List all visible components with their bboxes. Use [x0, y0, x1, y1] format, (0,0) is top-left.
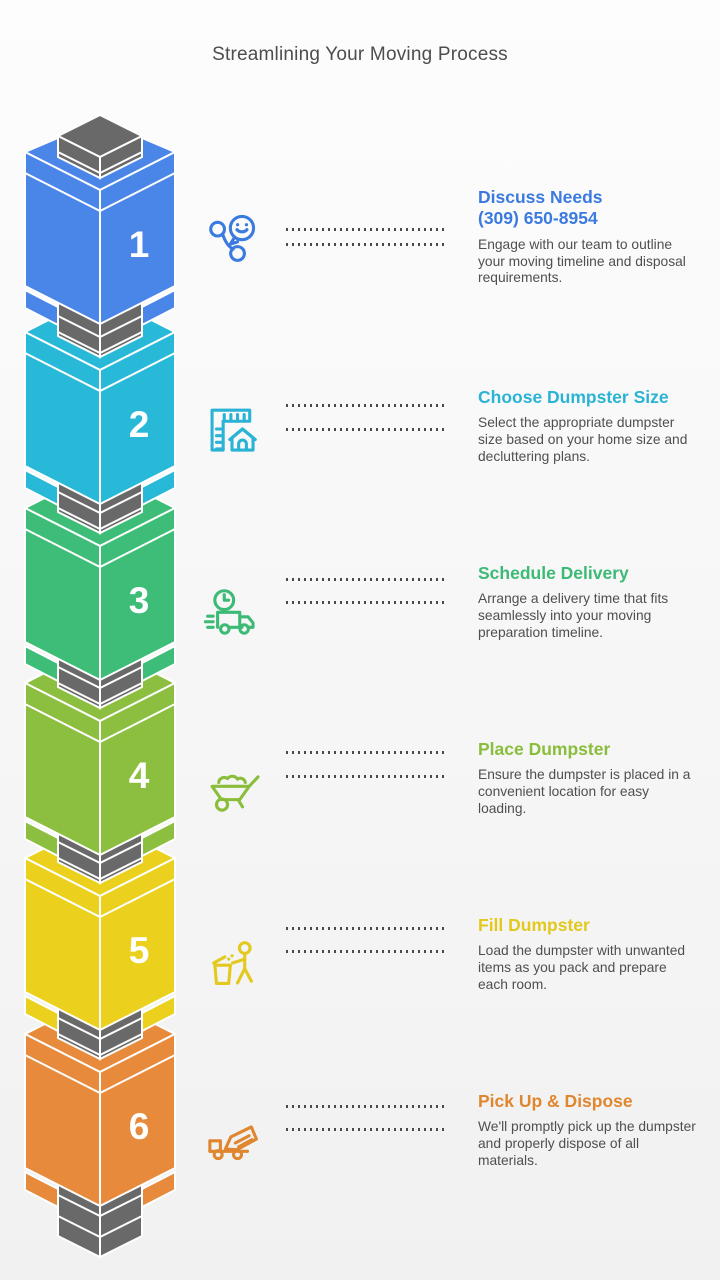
tower-graphic: 6 5 4 — [22, 113, 178, 1259]
step-description: Engage with our team to outline your mov… — [478, 236, 686, 286]
step-3-text: Schedule Delivery Arrange a delivery tim… — [478, 563, 696, 642]
step-2-icon — [201, 398, 263, 460]
step-title: Fill Dumpster — [478, 915, 590, 935]
step-5-text: Fill Dumpster Load the dumpster with unw… — [478, 915, 696, 994]
delivery-truck-clock-icon — [203, 589, 255, 635]
dotted-leader — [286, 751, 444, 754]
phone-smiley-icon — [209, 214, 256, 262]
person-trash-bin-icon — [212, 941, 253, 986]
step-1-icon — [201, 207, 263, 269]
block-number: 1 — [129, 224, 150, 265]
page-title: Streamlining Your Moving Process — [212, 44, 508, 65]
ruler-house-icon — [210, 408, 257, 452]
step-title: Pick Up & Dispose — [478, 1091, 633, 1111]
dotted-leader — [286, 927, 444, 930]
block-number: 6 — [129, 1106, 150, 1147]
step-description: Ensure the dumpster is placed in a conve… — [478, 767, 691, 816]
dotted-leader — [286, 228, 444, 231]
block-number: 2 — [129, 404, 150, 445]
step-6-icon — [201, 1107, 263, 1169]
block-number: 3 — [129, 580, 150, 621]
dotted-leader — [286, 578, 444, 581]
dump-truck-icon — [208, 1125, 258, 1161]
step-title: Discuss Needs — [478, 187, 603, 207]
dotted-leader — [286, 950, 444, 953]
step-description: Load the dumpster with unwanted items as… — [478, 943, 686, 992]
step-title: Schedule Delivery — [478, 563, 629, 583]
dotted-leader — [286, 601, 444, 604]
dotted-leader — [286, 775, 444, 778]
step-3-icon — [201, 583, 263, 645]
step-title: Place Dumpster — [478, 739, 611, 759]
step-title: Choose Dumpster Size — [478, 387, 669, 407]
dotted-leader — [286, 1105, 444, 1108]
step-4-icon — [201, 757, 263, 819]
block-number: 5 — [129, 930, 150, 971]
step-2-text: Choose Dumpster Size Select the appropri… — [478, 387, 696, 466]
dotted-leader — [286, 243, 444, 246]
step-1-text: Discuss Needs (309) 650-8954 Engage with… — [478, 187, 696, 287]
step-6-text: Pick Up & Dispose We'll promptly pick up… — [478, 1091, 696, 1170]
step-description: Arrange a delivery time that fits seamle… — [478, 591, 669, 640]
step-5-icon — [201, 932, 263, 994]
dotted-leader — [286, 404, 444, 407]
wheelbarrow-icon — [210, 774, 260, 812]
step-description: We'll promptly pick up the dumpster and … — [478, 1119, 696, 1168]
block-number: 4 — [129, 755, 150, 796]
dotted-leader — [286, 1128, 444, 1131]
step-description: Select the appropriate dumpster size bas… — [478, 415, 688, 464]
step-4-text: Place Dumpster Ensure the dumpster is pl… — [478, 739, 696, 818]
step-phone-number: (309) 650-8954 — [478, 208, 598, 229]
tower-top-post — [55, 113, 145, 180]
dotted-leader — [286, 428, 444, 431]
